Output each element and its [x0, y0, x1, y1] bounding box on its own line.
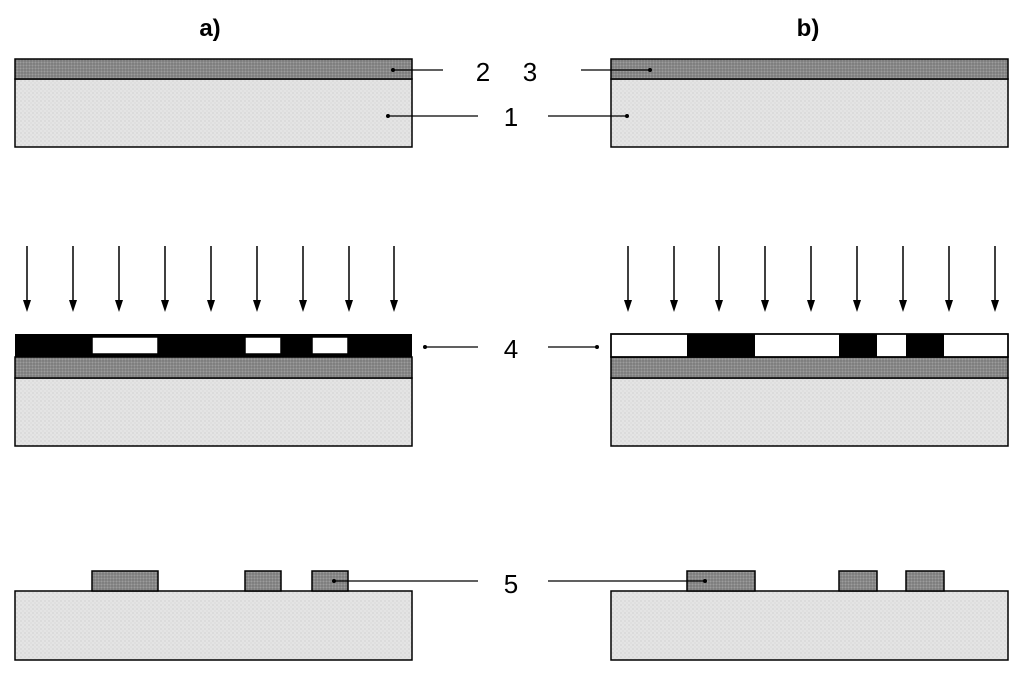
arrow-icon	[761, 246, 769, 312]
arrow-icon	[345, 246, 353, 312]
substrate-a1	[14, 78, 413, 148]
arrow-icon	[853, 246, 861, 312]
pattern-feature	[905, 570, 945, 592]
row3-leaders: 5	[332, 569, 707, 599]
substrate-b3	[610, 590, 1009, 661]
arrow-icon	[253, 246, 261, 312]
leader-dot-resist-b	[595, 345, 599, 349]
leader-dot-film-b	[648, 68, 652, 72]
row2-panel-a	[14, 334, 413, 447]
film-a2	[14, 356, 413, 379]
label-film-b: 3	[523, 57, 537, 87]
substrate-a2	[14, 377, 413, 447]
film-a1	[14, 58, 413, 80]
substrate-b2	[610, 377, 1009, 447]
arrow-icon	[991, 246, 999, 312]
row2-leaders: 4	[423, 334, 599, 364]
resist-exposed-region	[687, 334, 755, 357]
film-b1	[610, 58, 1009, 80]
resist-layer	[610, 333, 1009, 358]
label-film-a: 2	[476, 57, 490, 87]
resist-exposed-region	[15, 334, 412, 357]
pattern-feature	[91, 570, 159, 592]
arrow-icon	[299, 246, 307, 312]
resist-unexposed-region	[91, 336, 159, 355]
arrow-icon	[390, 246, 398, 312]
label-pattern: 5	[504, 569, 518, 599]
arrow-icon	[115, 246, 123, 312]
photoresist-a	[15, 334, 412, 357]
label-substrate: 1	[504, 102, 518, 132]
arrow-icon	[207, 246, 215, 312]
resist-outline	[610, 333, 1009, 358]
substrate-b1	[610, 78, 1009, 148]
arrow-icon	[161, 246, 169, 312]
photoresist-b	[610, 333, 1009, 358]
row2-panel-b	[610, 333, 1009, 447]
leader-dot-pattern-b	[703, 579, 707, 583]
arrow-icon	[69, 246, 77, 312]
arrow-icon	[945, 246, 953, 312]
panel-b-label: b)	[797, 15, 820, 42]
arrow-icon	[23, 246, 31, 312]
leader-dot-film-a	[391, 68, 395, 72]
resist-exposed-region	[839, 334, 877, 357]
arrow-icon	[715, 246, 723, 312]
arrow-icon	[899, 246, 907, 312]
row1-panel-a	[14, 58, 413, 148]
resist-unexposed-region	[311, 336, 349, 355]
exposure-arrows-b	[624, 246, 999, 312]
row1-panel-b	[610, 58, 1009, 148]
resist-unexposed-region	[244, 336, 282, 355]
pattern-feature	[244, 570, 282, 592]
row1-leaders: 2 3 1	[386, 57, 652, 132]
leader-dot-substrate-b	[625, 114, 629, 118]
arrow-icon	[807, 246, 815, 312]
leader-dot-substrate-a	[386, 114, 390, 118]
row3-panel-b	[610, 570, 1009, 661]
arrow-icon	[624, 246, 632, 312]
pattern-feature	[838, 570, 878, 592]
resist-exposed-region	[906, 334, 944, 357]
film-b2	[610, 356, 1009, 379]
substrate-a3	[14, 590, 413, 661]
arrow-icon	[670, 246, 678, 312]
label-resist: 4	[504, 334, 518, 364]
panel-a-label: a)	[199, 15, 220, 42]
exposure-arrows-a	[23, 246, 398, 312]
row3-panel-a	[14, 570, 413, 661]
